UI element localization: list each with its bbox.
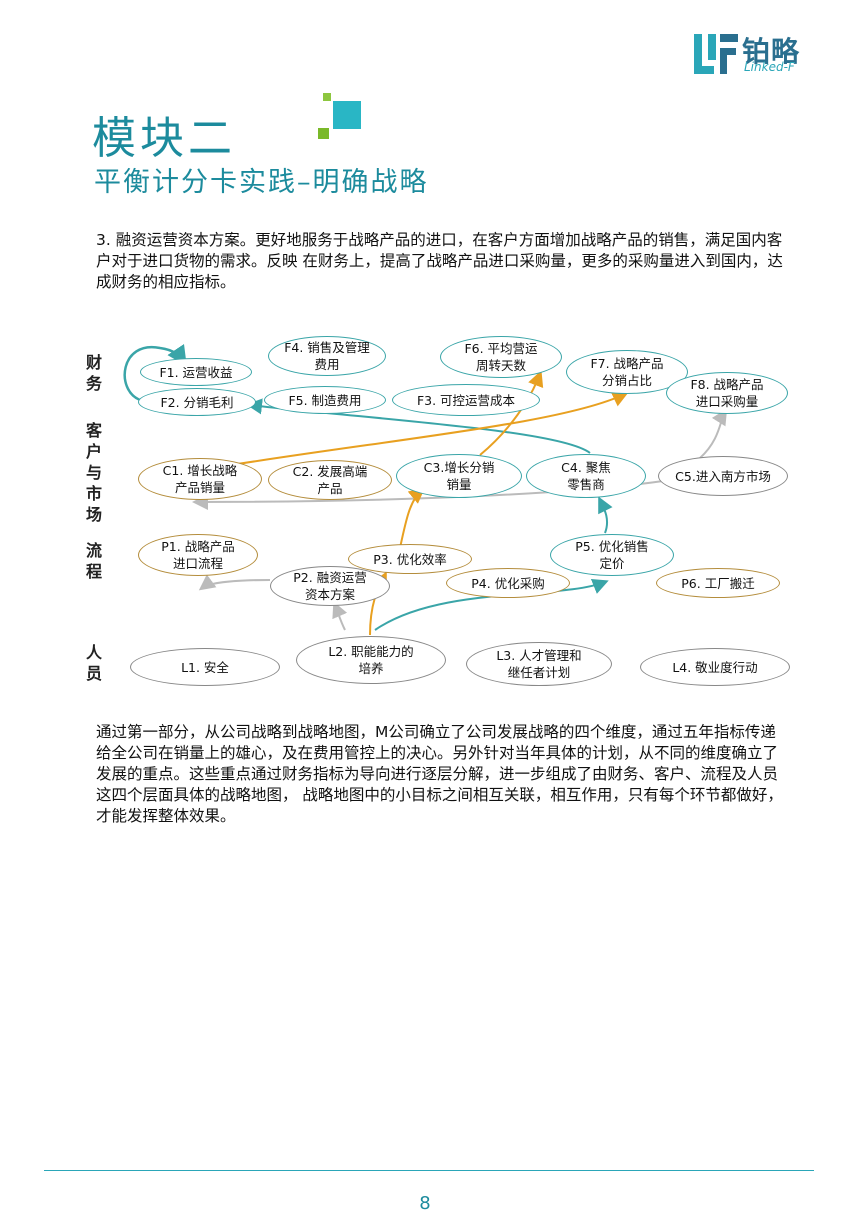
row-label-finance: 财务	[83, 354, 102, 396]
node-f3: F3. 可控运营成本	[392, 384, 540, 416]
row-label-people: 人员	[83, 644, 102, 686]
node-c2: C2. 发展高端 产品	[268, 460, 392, 500]
node-c3: C3.增长分销 销量	[396, 454, 522, 498]
arrow-l2-p2	[332, 601, 348, 631]
node-p6: P6. 工厂搬迁	[656, 568, 780, 598]
arrow-f2-f1	[123, 343, 187, 402]
arrow-p2-p1	[198, 574, 271, 591]
node-l2: L2. 职能能力的 培养	[296, 636, 446, 684]
arrow-p5-c4	[598, 496, 613, 534]
decor-square-small	[323, 93, 331, 101]
node-c5: C5.进入南方市场	[658, 456, 788, 496]
node-l4: L4. 敬业度行动	[640, 648, 790, 686]
arrow-c5-f8	[699, 408, 728, 459]
decor-square-large	[333, 101, 361, 129]
module-subtitle: 平衡计分卡实践–明确战略	[94, 167, 429, 198]
summary-paragraph: 通过第一部分，从公司战略到战略地图，M公司确立了公司发展战略的四个维度，通过五年…	[96, 723, 783, 825]
intro-paragraph: 3. 融资运营资本方案。更好地服务于战略产品的进口，在客户方面增加战略产品的销售…	[96, 231, 783, 291]
logo-english-name: Linked-F	[744, 60, 795, 74]
node-f4: F4. 销售及管理 费用	[268, 336, 386, 376]
arrow-c1-f7	[199, 391, 629, 471]
linked-f-logo-icon	[694, 34, 738, 74]
node-l1: L1. 安全	[130, 648, 280, 686]
footer-divider	[44, 1170, 814, 1171]
node-f5: F5. 制造费用	[264, 386, 386, 414]
node-p5: P5. 优化销售 定价	[550, 534, 674, 576]
row-label-customer: 客户与市场	[83, 422, 102, 527]
node-f7: F7. 战略产品 分销占比	[566, 350, 688, 394]
node-f1: F1. 运营收益	[140, 358, 252, 386]
arrow-c3-f6	[479, 370, 544, 456]
node-l3: L3. 人才管理和 继任者计划	[466, 642, 612, 686]
node-c1: C1. 增长战略 产品销量	[138, 458, 262, 500]
node-p2: P2. 融资运营 资本方案	[270, 566, 390, 606]
module-title: 模块二	[92, 113, 236, 164]
decor-square-green	[318, 128, 329, 139]
node-p4: P4. 优化采购	[446, 568, 570, 598]
node-p1: P1. 战略产品 进口流程	[138, 534, 258, 576]
row-label-process: 流程	[83, 542, 102, 584]
logo-chinese-name: 铂略	[742, 35, 801, 68]
node-c4: C4. 聚焦 零售商	[526, 454, 646, 498]
page-number: 8	[419, 1193, 431, 1214]
node-p3: P3. 优化效率	[348, 544, 472, 574]
node-f8: F8. 战略产品 进口采购量	[666, 372, 788, 414]
node-f2: F2. 分销毛利	[138, 388, 256, 416]
node-f6: F6. 平均营运 周转天数	[440, 336, 562, 378]
strategy-map-diagram: 财务 客户与市场 流程 人员 F1. 运营收益 F2. 分销毛利 F4. 销售及…	[80, 330, 800, 700]
